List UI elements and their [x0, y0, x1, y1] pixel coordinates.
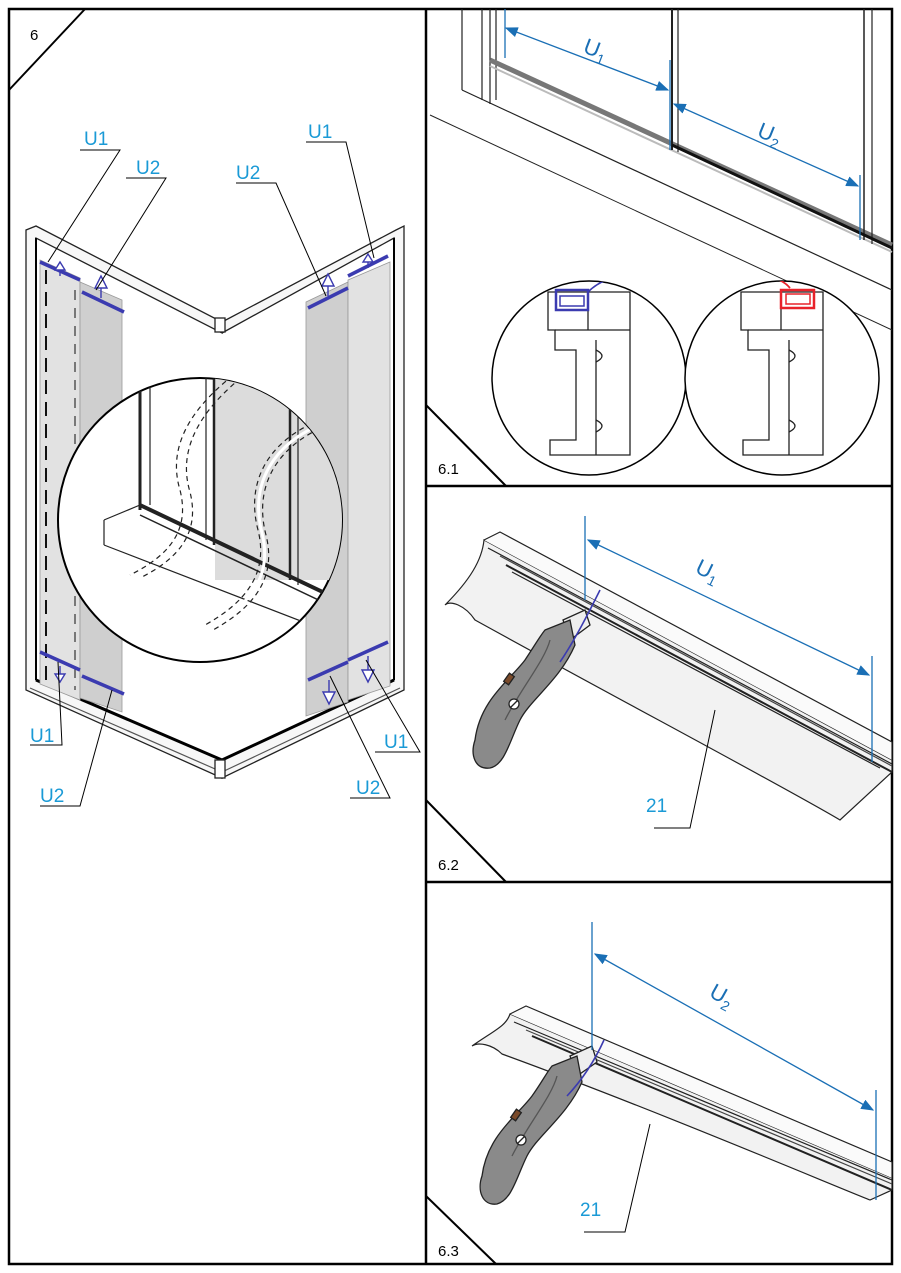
- arrow-down-icon: [321, 680, 337, 706]
- arrow-up-icon: [93, 274, 109, 298]
- label-u2-bottom-right: U2: [356, 778, 380, 799]
- seal-strip-left-u1: [39, 259, 81, 701]
- label-u2-top-right: U2: [236, 163, 260, 184]
- step-number-6: 6: [30, 27, 38, 44]
- utility-knife-icon: [479, 1045, 598, 1205]
- panel-6-2: U1 21 6.2: [425, 516, 893, 883]
- step-number-6-1: 6.1: [438, 461, 459, 478]
- seal-labels: U1 U2 U2 U1 U1 U2 U1 U2: [30, 122, 408, 807]
- panel-frames: [7, 7, 894, 1266]
- dim-u2-61: U2: [753, 117, 786, 152]
- dim-u1-62: U1: [690, 554, 724, 590]
- arrow-up-icon: [361, 252, 375, 268]
- arrow-up-icon: [53, 260, 67, 276]
- panel-6-3: U2 21 6.3: [425, 922, 893, 1265]
- direction-arrows: [53, 252, 376, 706]
- panel-6-1: U1 U2: [425, 9, 894, 487]
- seal-marks-bottom: [39, 640, 389, 696]
- step-number-6-2: 6.2: [438, 857, 459, 874]
- label-u1-top-left: U1: [84, 129, 108, 150]
- dim-u1-61: U1: [579, 33, 611, 68]
- leader-lines: [30, 141, 421, 807]
- profile-detail-u2: [684, 280, 880, 476]
- utility-knife-icon: [472, 609, 591, 769]
- label-u1-bottom-left: U1: [30, 726, 54, 747]
- profile-detail-u1: [491, 280, 687, 476]
- label-u1-top-right: U1: [308, 122, 332, 143]
- step-number-6-3: 6.3: [438, 1243, 459, 1260]
- arrow-down-icon: [53, 666, 67, 684]
- label-u2-bottom-left: U2: [40, 786, 64, 807]
- label-u1-bottom-right: U1: [384, 732, 408, 753]
- seal-strip-right-u1: [347, 261, 391, 701]
- arrow-down-icon: [360, 656, 376, 684]
- label-u2-top-left: U2: [136, 158, 160, 179]
- part-number-21-62: 21: [646, 796, 667, 817]
- dim-u2-63: U2: [704, 979, 738, 1015]
- shower-enclosure-drawing: [25, 224, 405, 780]
- part-number-21-63: 21: [580, 1200, 601, 1221]
- panel-6: 6: [8, 8, 421, 807]
